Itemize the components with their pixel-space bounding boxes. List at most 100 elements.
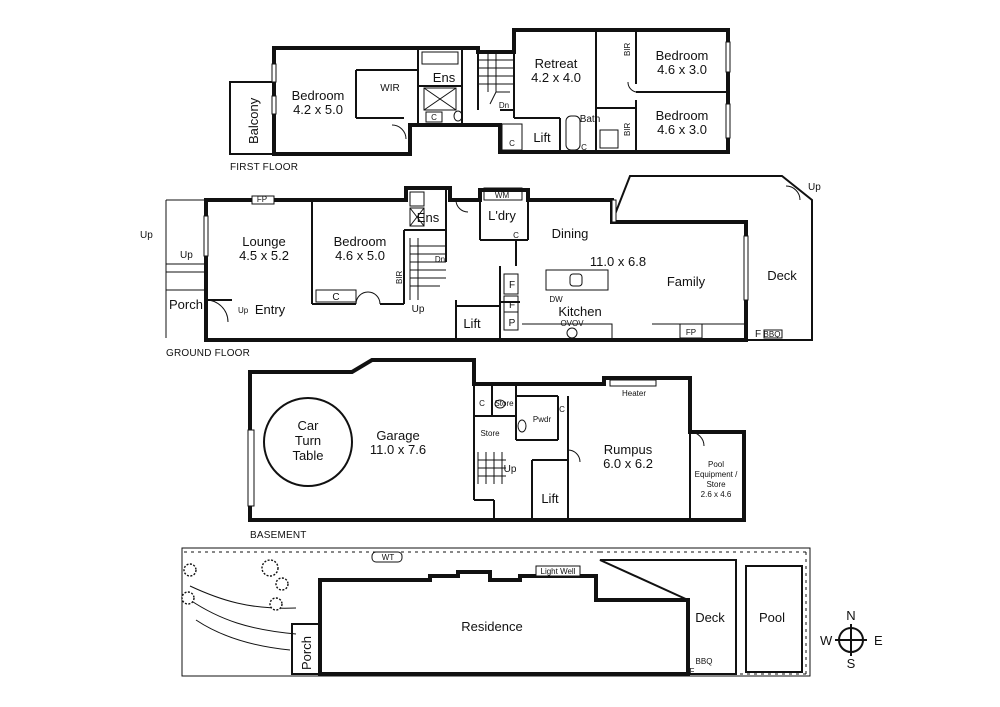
gf-deck-label: Deck <box>767 268 797 283</box>
first-floor-caption: FIRST FLOOR <box>230 162 298 173</box>
gf-bedroom-size: 4.6 x 5.0 <box>335 248 385 263</box>
pwdr-basin <box>494 399 506 409</box>
compass-cross <box>835 624 867 656</box>
ff-bir-label-1: BIR <box>623 42 632 56</box>
rumpus-size: 6.0 x 6.2 <box>603 456 653 471</box>
ff-bedroom1-name: Bedroom <box>292 88 345 103</box>
site-pool-box <box>745 565 803 673</box>
site-residence-label: Residence <box>461 619 522 634</box>
site-tree-2 <box>261 559 279 577</box>
garage-size: 11.0 x 7.6 <box>370 442 426 457</box>
first-floor-interior-walls <box>355 30 728 152</box>
gf-stairs <box>409 238 446 300</box>
first-floor-stairs <box>478 52 514 105</box>
first-floor: Balcony Bedroom 4.2 x 5.0 WIR Ens C Retr… <box>229 28 731 173</box>
heater-label: Heater <box>622 389 646 398</box>
ff-bedroom1-size: 4.2 x 5.0 <box>293 102 343 117</box>
ff-bir-label-2: BIR <box>623 122 632 136</box>
gf-up-label-3: Up <box>238 306 249 315</box>
pool-equipment-line-2: Equipment / <box>695 470 738 479</box>
ff-window-4 <box>725 103 731 139</box>
compass-s: S <box>847 656 856 671</box>
ff-c-label-2: C <box>509 139 515 148</box>
ff-lift-label: Lift <box>533 130 551 145</box>
gf-cooktop <box>566 327 578 339</box>
site-water-tank <box>371 551 403 563</box>
gf-bedroom-name: Bedroom <box>334 234 387 249</box>
gf-window-2 <box>743 235 749 301</box>
gf-interior-walls <box>206 188 529 340</box>
gf-up-label-5: Up <box>808 182 821 193</box>
ff-bedroom3-size: 4.6 x 3.0 <box>657 122 707 137</box>
gf-window-1 <box>203 215 209 257</box>
ff-bath-label: Bath <box>580 114 601 125</box>
turntable-label-3: Table <box>292 448 323 463</box>
gf-lounge-name: Lounge <box>242 234 285 249</box>
basement-store-label-1: Store <box>494 399 514 408</box>
pool-equipment-line-1: Pool <box>708 460 724 469</box>
compass: N S E W <box>820 608 883 671</box>
gf-ovov-label: OVOV <box>560 319 584 328</box>
gf-f-label-3: F <box>755 329 761 340</box>
basement-lift-label: Lift <box>541 491 559 506</box>
basement-door-arcs <box>567 431 705 463</box>
basement: Car Turn Table Garage 11.0 x 7.6 C Store… <box>247 358 746 541</box>
ff-window-2 <box>271 95 277 115</box>
site-garden-path <box>189 585 297 651</box>
gf-dining-label: Dining <box>552 226 589 241</box>
turntable-label-1: Car <box>298 418 320 433</box>
ff-bedroom2-size: 4.6 x 3.0 <box>657 62 707 77</box>
gf-family-size: 11.0 x 6.8 <box>590 254 646 269</box>
ground-floor: Up Up FP Lounge 4.5 x 5.2 Porch Up Entry… <box>140 175 821 359</box>
site-tree-3 <box>275 577 289 591</box>
site-wt-label: WT <box>382 553 395 562</box>
gf-bbq-box <box>763 329 783 339</box>
gf-kitchen-island <box>545 269 609 291</box>
gf-fridge-1 <box>503 273 519 295</box>
pool-equipment-line-4: 2.6 x 4.6 <box>701 490 732 499</box>
gf-p-label: P <box>509 318 516 329</box>
basement-up-label: Up <box>504 464 517 475</box>
ens-shower-cross <box>423 87 457 111</box>
gf-robe <box>315 289 357 303</box>
ff-dn-label: Dn <box>499 101 509 110</box>
basement-c-label-1: C <box>479 399 485 408</box>
basement-c-label-2: C <box>559 405 565 414</box>
gf-fireplace-2 <box>679 323 703 339</box>
gf-side-path <box>165 199 206 338</box>
site-tree-5 <box>269 597 283 611</box>
basement-store-label-2: Store <box>480 429 500 438</box>
pool-equipment-line-3: Store <box>706 480 726 489</box>
gf-c-label: C <box>332 292 339 303</box>
site-porch-box <box>291 623 321 675</box>
site-tree-1 <box>183 563 197 577</box>
heater-box <box>609 379 657 387</box>
gf-laundry-bench <box>483 187 523 201</box>
gf-kitchen-benches <box>522 323 746 340</box>
compass-n: N <box>846 608 855 623</box>
basement-pwdr-label: Pwdr <box>533 415 552 424</box>
gf-entry-label: Entry <box>255 302 286 317</box>
gf-lounge-size: 4.5 x 5.2 <box>239 248 289 263</box>
ff-ens-label: Ens <box>433 70 456 85</box>
compass-w: W <box>820 633 833 648</box>
basement-outline <box>248 358 746 522</box>
site-boundary <box>181 547 811 677</box>
pwdr-toilet <box>517 419 527 433</box>
ff-retreat-name: Retreat <box>535 56 578 71</box>
gf-family-label: Family <box>667 274 706 289</box>
ground-floor-caption: GROUND FLOOR <box>166 348 250 359</box>
ff-retreat-size: 4.2 x 4.0 <box>531 70 581 85</box>
gf-up-label-1: Up <box>140 230 153 241</box>
car-turntable-circle <box>263 397 353 487</box>
site-porch-label: Porch <box>299 636 314 670</box>
ff-window-1 <box>271 63 277 83</box>
ens-cupboard <box>425 111 443 123</box>
ff-bedroom2-name: Bedroom <box>656 48 709 63</box>
ff-bedroom3-name: Bedroom <box>656 108 709 123</box>
ff-door-arcs <box>391 81 637 140</box>
gf-deck-outline <box>611 175 813 341</box>
gf-up-label-2: Up <box>180 250 193 261</box>
gf-ens-shower-cross <box>409 207 425 227</box>
